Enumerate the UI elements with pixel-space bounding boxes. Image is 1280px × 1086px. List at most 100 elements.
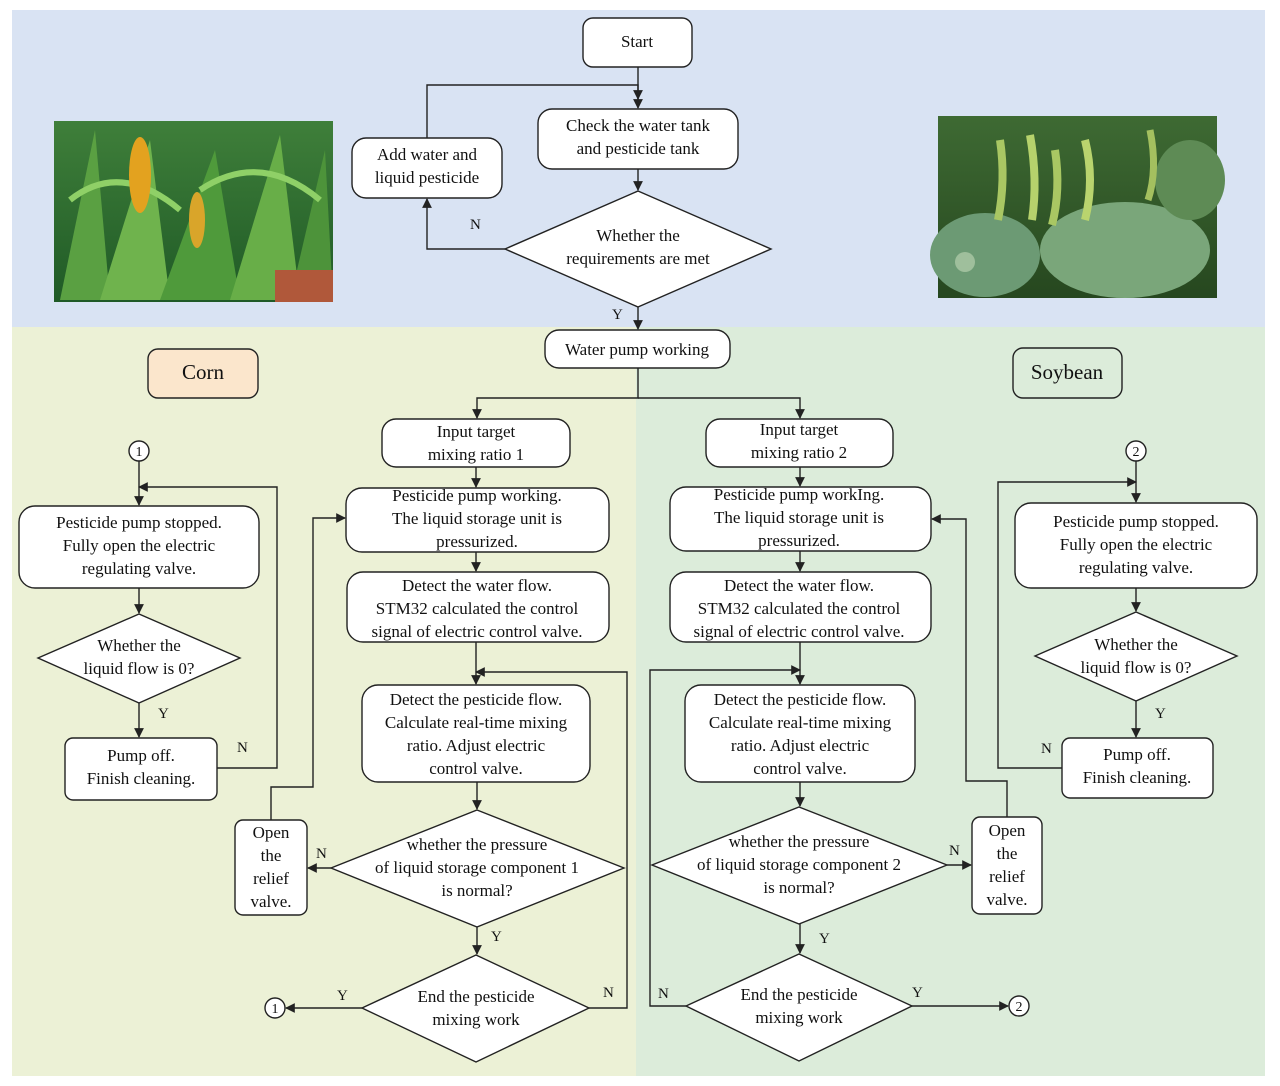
node-text-line: relief <box>989 867 1025 886</box>
soybean-photo <box>930 116 1225 298</box>
node-text-line: The liquid storage unit is <box>392 509 562 528</box>
right-connector-2-top: 2 <box>1125 440 1147 462</box>
left-pump-stopped-node: Pesticide pump stopped. Fully open the el… <box>18 505 260 589</box>
node-text-line: of liquid storage component 1 <box>375 858 579 877</box>
left-pressure-no-label: N <box>316 846 327 862</box>
svg-text:Detect the water flow.STM32 ca: Detect the water flow.STM32 calculated t… <box>372 576 583 641</box>
node-text-line: signal of electric control valve. <box>372 622 583 641</box>
left-flow-no-label: N <box>237 740 248 756</box>
node-text-line: Detect the pesticide flow. <box>390 690 563 709</box>
node-text-line: valve. <box>986 890 1027 909</box>
node-text-line: mixing ratio 1 <box>428 445 524 464</box>
node-text-line: regulating valve. <box>82 559 196 578</box>
svg-text:Pesticide pump workIng.The li: Pesticide pump workIng. The liquid storag… <box>714 485 884 550</box>
node-text-line: Calculate real-time mixing <box>385 713 568 732</box>
node-text-line: Pesticide pump stopped. <box>56 513 222 532</box>
node-text-line: Finish cleaning. <box>1083 768 1192 787</box>
left-detect-pesticide-node: Detect the pesticide flow. Calculate real… <box>361 684 591 783</box>
left-end-yes-label: Y <box>337 988 348 1004</box>
node-text-line: Fully open the electric <box>1060 535 1213 554</box>
svg-text:2: 2 <box>1016 1000 1023 1015</box>
right-flow-no-label: N <box>1041 741 1052 757</box>
left-connector-1-bottom: 1 <box>264 997 286 1019</box>
left-pump-off-node: Pump off. Finish cleaning. <box>64 737 218 801</box>
node-text-line: Add water and <box>377 145 478 164</box>
right-detect-pesticide-node: Detect the pesticide flow.Calculate real… <box>684 684 916 783</box>
svg-text:Detect the pesticide flow.Calc: Detect the pesticide flow.Calculate real… <box>709 690 892 778</box>
node-text-line: Detect the water flow. <box>402 576 552 595</box>
svg-text:1: 1 <box>272 1002 279 1017</box>
requirements-yes-label: Y <box>612 307 623 323</box>
right-flow-yes-label: Y <box>1155 706 1166 722</box>
node-text-line: ratio. Adjust electric <box>407 736 546 755</box>
node-text-line: Pump off. <box>107 746 175 765</box>
node-text-line: Input target <box>760 420 839 439</box>
node-text-line: Whether the <box>1094 635 1178 654</box>
right-end-yes-label: Y <box>912 985 923 1001</box>
node-text-line: the <box>261 846 282 865</box>
svg-text:Pesticide pump stopped.Fully o: Pesticide pump stopped. Fully open the el… <box>56 513 222 578</box>
node-text-line: Pump off. <box>1103 745 1171 764</box>
svg-text:Pesticide pump stopped.Fully o: Pesticide pump stopped.Fully open the el… <box>1053 512 1219 577</box>
requirements-no-label: N <box>470 217 481 233</box>
right-connector-2-bottom: 2 <box>1008 995 1030 1017</box>
svg-text:Pesticide pump working.The liq: Pesticide pump working.The liquid storag… <box>392 486 562 551</box>
node-text-line: ratio. Adjust electric <box>731 736 870 755</box>
node-text-line: liquid flow is 0? <box>84 659 195 678</box>
node-text-line: End the pesticide <box>417 987 534 1006</box>
left-end-no-label: N <box>603 985 614 1001</box>
node-text-line: regulating valve. <box>1079 558 1193 577</box>
right-pressure-no-label: N <box>949 843 960 859</box>
node-text-line: Open <box>989 821 1026 840</box>
node-text-line: mixing ratio 2 <box>751 443 847 462</box>
node-text-line: pressurized. <box>436 532 518 551</box>
right-pump-off-node: Pump off. Finish cleaning. <box>1061 737 1214 799</box>
node-text-line: relief <box>253 869 289 888</box>
soybean-label: Soybean <box>1012 347 1123 399</box>
node-text-line: of liquid storage component 2 <box>697 855 901 874</box>
right-pump-working-node: Pesticide pump workIng. The liquid storag… <box>669 485 932 552</box>
node-text-line: The liquid storage unit is <box>714 508 884 527</box>
node-text-line: Finish cleaning. <box>87 769 196 788</box>
node-text-line: whether the pressure <box>407 835 548 854</box>
svg-text:Start: Start <box>621 32 653 51</box>
right-liquid-flow-decision: Whether the liquid flow is 0? <box>1033 611 1239 702</box>
node-text-line: valve. <box>250 892 291 911</box>
left-flow-yes-label: Y <box>158 706 169 722</box>
node-text-line: Fully open the electric <box>63 536 216 555</box>
start-node: Start <box>582 17 693 68</box>
right-end-no-label: N <box>658 986 669 1002</box>
svg-text:1: 1 <box>136 445 143 460</box>
node-text-line: Input target <box>437 422 516 441</box>
node-text-line: requirements are met <box>566 249 710 268</box>
node-text-line: liquid flow is 0? <box>1081 658 1192 677</box>
right-input-ratio-node: Input target mixing ratio 2 <box>705 418 894 468</box>
svg-text:Pump off.Finish cleaning.: Pump off. Finish cleaning. <box>1083 745 1192 787</box>
left-input-ratio-node: Input target mixing ratio 1 <box>381 418 571 468</box>
corn-label: Corn <box>147 348 259 399</box>
svg-text:Detect the pesticide flow.Calc: Detect the pesticide flow. Calculate real… <box>385 690 568 778</box>
right-pump-stopped-node: Pesticide pump stopped.Fully open the el… <box>1014 502 1258 589</box>
node-text-line: Open <box>253 823 290 842</box>
left-pressure-decision: whether the pressure of liquid storage co… <box>329 809 626 928</box>
node-text-line: control valve. <box>429 759 522 778</box>
right-detect-water-node: Detect the water flow.STM32 calculated t… <box>669 571 932 643</box>
node-text-line: Pesticide pump workIng. <box>714 485 884 504</box>
node-text-line: control valve. <box>753 759 846 778</box>
svg-text:Corn: Corn <box>182 360 225 384</box>
